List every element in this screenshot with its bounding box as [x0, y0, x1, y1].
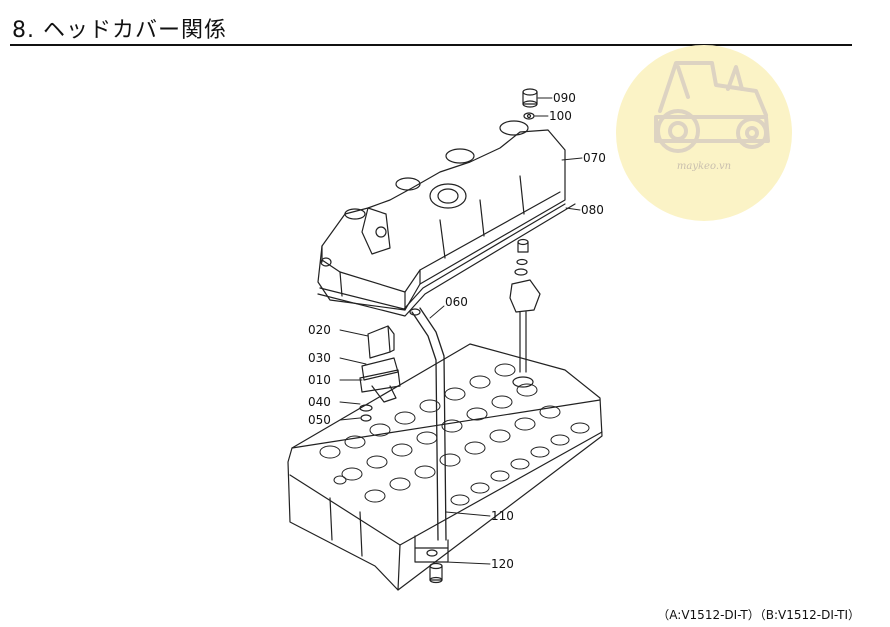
- pipe-bracket: [414, 535, 449, 584]
- part-label-040: 040: [308, 395, 331, 409]
- cap-nut: [522, 88, 538, 120]
- model-footer: （A:V1512-DI-T）（B:V1512-DI-TI）: [657, 608, 860, 622]
- part-label-100: 100: [549, 109, 572, 123]
- part-label-110: 110: [491, 509, 514, 523]
- leader-lines: [339, 97, 583, 565]
- cylinder-head: [287, 343, 603, 591]
- part-label-090: 090: [553, 91, 576, 105]
- stud-assembly: [509, 238, 541, 388]
- watermark-text: maykeo.vn: [676, 161, 732, 172]
- part-label-050: 050: [308, 413, 331, 427]
- part-label-010: 010: [308, 373, 331, 387]
- watermark-logo: maykeo.vn: [616, 45, 792, 221]
- part-label-080: 080: [581, 203, 604, 217]
- breather-hose: [411, 311, 439, 541]
- part-label-060: 060: [445, 295, 468, 309]
- bracket-parts: [359, 325, 401, 422]
- title-underline: [10, 44, 852, 46]
- page-title: 8. ヘッドカバー関係: [12, 18, 227, 43]
- head-cover: [317, 120, 566, 311]
- part-label-120: 120: [491, 557, 514, 571]
- part-label-030: 030: [308, 351, 331, 365]
- part-label-070: 070: [583, 151, 606, 165]
- tractor-icon: [654, 61, 770, 153]
- part-label-020: 020: [308, 323, 331, 337]
